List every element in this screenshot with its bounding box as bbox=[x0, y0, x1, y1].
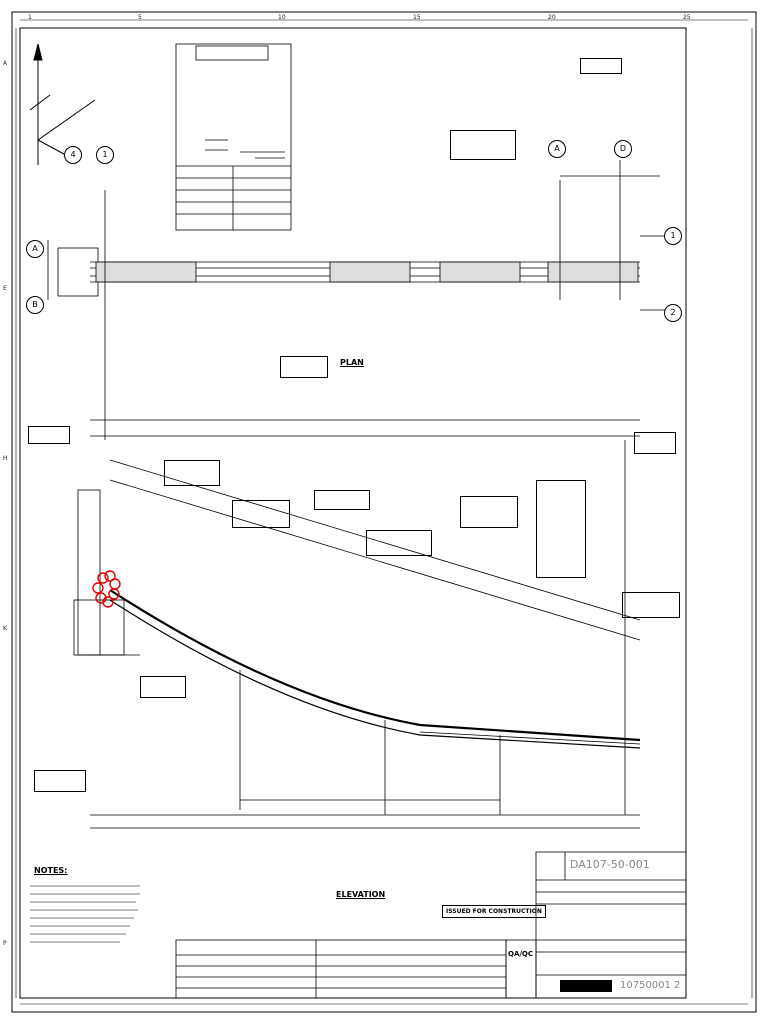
north-arrow bbox=[29, 43, 96, 165]
outer-border bbox=[11, 11, 757, 1013]
ruler-col-20: 20 bbox=[548, 14, 556, 21]
callout-box bbox=[140, 676, 186, 698]
ruler-row-h: H bbox=[3, 455, 8, 462]
general-info-table bbox=[175, 43, 292, 231]
callout-box bbox=[460, 496, 518, 528]
grid-bubble-d-right: D bbox=[614, 140, 632, 158]
elevation-title: ELEVATION bbox=[336, 890, 386, 899]
notes-title: NOTES: bbox=[34, 866, 68, 875]
callout-box bbox=[634, 432, 676, 454]
drawing-number: DA107-50-001 bbox=[570, 858, 650, 871]
grid-bubble-a-right: A bbox=[548, 140, 566, 158]
ruler-row-e: E bbox=[3, 285, 7, 292]
elevation-conveyor bbox=[73, 440, 641, 829]
callout-box bbox=[34, 770, 86, 792]
callout-box bbox=[280, 356, 328, 378]
grid-bubble-2-right: 2 bbox=[664, 304, 682, 322]
revision-number: 2 bbox=[674, 980, 681, 991]
plan-title: PLAN bbox=[340, 358, 364, 367]
sheet-number: 10750001 bbox=[620, 980, 671, 991]
ruler-row-p: P bbox=[3, 940, 7, 947]
company-logo bbox=[560, 980, 612, 992]
grid-bubble-a-left: A bbox=[26, 240, 44, 258]
ruler-row-a: A bbox=[3, 60, 8, 67]
ruler-col-25: 25 bbox=[683, 14, 691, 21]
callout-box bbox=[622, 592, 680, 618]
revision-cloud bbox=[92, 570, 121, 608]
issued-for-construction-stamp: ISSUED FOR CONSTRUCTION bbox=[442, 905, 546, 918]
callout-box bbox=[28, 426, 70, 444]
ruler-row-k: K bbox=[3, 625, 7, 632]
ruler-col-15: 15 bbox=[413, 14, 421, 21]
grid-bubble-1-right: 1 bbox=[664, 227, 682, 245]
callout-box bbox=[164, 460, 220, 486]
ruler-col-10: 10 bbox=[278, 14, 286, 21]
callout-box bbox=[536, 480, 586, 578]
ruler-col-5: 5 bbox=[138, 14, 142, 21]
ruler-col-1: 1 bbox=[28, 14, 32, 21]
callout-box bbox=[232, 500, 290, 528]
notes-lines bbox=[30, 885, 140, 943]
grid-bubble-1-left: 1 bbox=[96, 146, 114, 164]
plan-conveyor bbox=[47, 160, 680, 440]
callout-box bbox=[314, 490, 370, 510]
callout-box bbox=[366, 530, 432, 556]
grid-bubble-b-left: B bbox=[26, 296, 44, 314]
callout-box bbox=[580, 58, 622, 74]
inner-border bbox=[19, 27, 687, 999]
title-block-frame bbox=[175, 851, 687, 999]
grid-bubble-4: 4 bbox=[64, 146, 82, 164]
qa-qc-label: QA/QC bbox=[508, 950, 534, 958]
callout-box bbox=[450, 130, 516, 160]
